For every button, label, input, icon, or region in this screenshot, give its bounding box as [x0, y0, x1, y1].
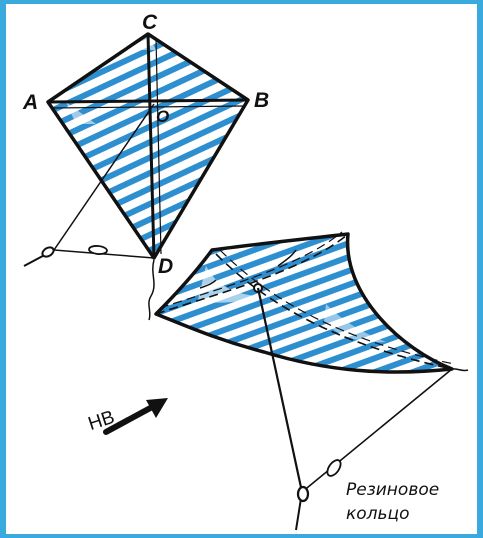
- curved-kite-tip-tail: [451, 368, 469, 372]
- curved-kite-ring: [296, 485, 310, 503]
- kite-drawing: [23, 32, 469, 531]
- curved-kite-bridle-left: [256, 287, 304, 493]
- curved-kite-rubber-ring: [326, 459, 342, 477]
- vertex-a-label: A: [23, 91, 39, 114]
- vertex-d-label: D: [158, 255, 174, 278]
- diamond-kite-sail: [48, 34, 248, 258]
- diamond-kite-spar-horizontal: [47, 98, 249, 104]
- diamond-kite-tail: [148, 259, 155, 321]
- curved-kite-sail: [156, 234, 452, 373]
- rubber-ring-label-line2: кольцо: [346, 504, 410, 524]
- diamond-kite-ring: [41, 246, 55, 258]
- curved-kite-spar-2: [155, 235, 347, 315]
- wind-arrow: [103, 398, 168, 435]
- rubber-ring-label-line1: Резиновое: [346, 480, 440, 500]
- diamond-kite-spar-vertical: [146, 33, 156, 259]
- vertex-c-label: C: [142, 11, 158, 34]
- vertex-b-label: B: [254, 89, 270, 112]
- curved-kite-spar-1: [215, 253, 453, 370]
- curved-kite: [154, 231, 469, 531]
- center-o-label: O: [156, 107, 170, 126]
- illustration-frame: C A B D O НВ Резиновое кольцо: [6, 4, 477, 534]
- diamond-kite: [23, 32, 250, 321]
- curved-kite-bridle-right: [301, 368, 453, 493]
- diamond-kite-rubber: [88, 245, 108, 255]
